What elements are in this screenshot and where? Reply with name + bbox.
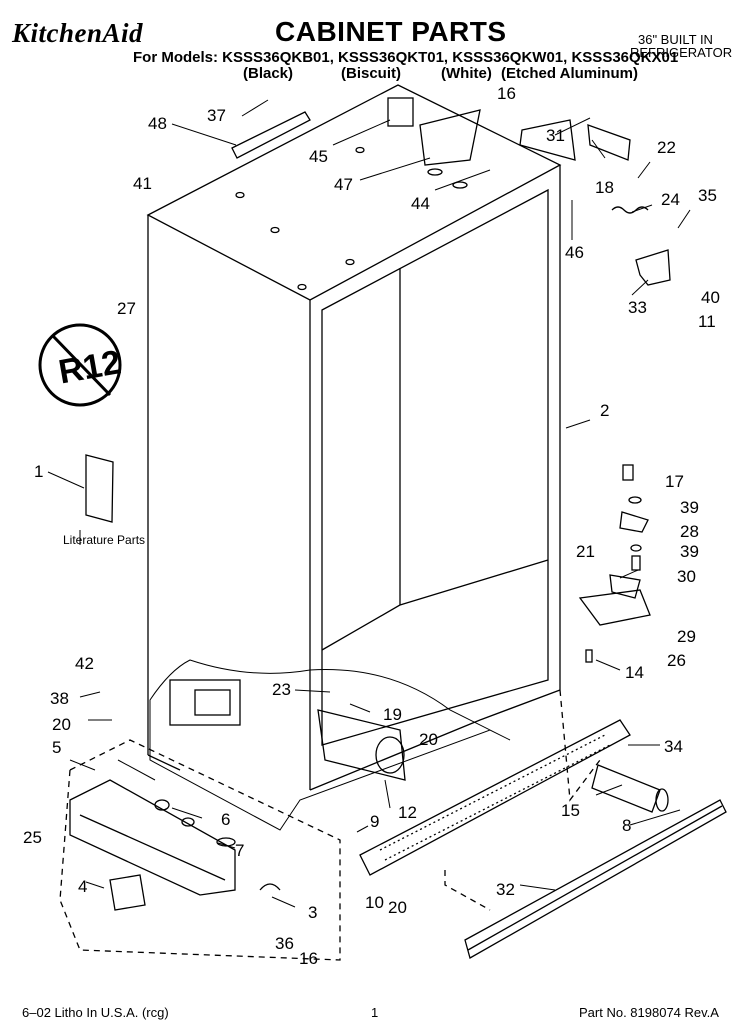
part-number: 34	[664, 737, 683, 756]
part-number: 29	[677, 627, 696, 646]
literature-booklet	[85, 454, 114, 523]
part-number: 39	[680, 542, 699, 561]
hinge-plate	[519, 119, 576, 161]
compressor-block	[169, 679, 241, 726]
part-number: 39	[680, 498, 699, 517]
compressor-inner	[194, 689, 231, 716]
top-hinge-bracket	[419, 109, 481, 166]
brand-logo-text: KitchenAid	[12, 18, 144, 48]
part-number: 47	[334, 175, 353, 194]
part-number: 9	[370, 812, 380, 831]
literature-parts-label: Literature Parts	[63, 533, 146, 547]
variant-black: (Black)	[243, 65, 294, 82]
part-number: 5	[52, 738, 62, 757]
part-number: 28	[680, 522, 699, 541]
lower-hinge-assembly	[578, 464, 651, 663]
variant-white: (White)	[441, 65, 492, 82]
product-type-line2: REFRIGERATOR	[630, 45, 733, 60]
air-duct	[317, 709, 406, 781]
part-number: 27	[117, 299, 136, 318]
model-list: For Models: KSSS36QKB01, KSSS36QKT01, KS…	[133, 49, 679, 66]
part-number: 31	[546, 126, 565, 145]
part-number: 48	[148, 114, 167, 133]
part-number: 19	[383, 705, 402, 724]
part-number: 17	[665, 472, 684, 491]
part-number: 30	[677, 567, 696, 586]
part-number: 45	[309, 147, 328, 166]
base-rail	[69, 779, 236, 896]
part-number: 36	[275, 934, 294, 953]
part-number: 38	[50, 689, 69, 708]
part-number: 4	[78, 877, 88, 896]
part-number: 33	[628, 298, 647, 317]
duct-opening	[375, 736, 405, 774]
part-number: 23	[272, 680, 291, 699]
ring-7	[216, 837, 236, 847]
part-number: 20	[52, 715, 71, 734]
part-number: 44	[411, 194, 430, 213]
roller-end	[655, 788, 669, 812]
part-number: 20	[419, 730, 438, 749]
page-number: 1	[371, 1005, 379, 1020]
part-number: 35	[698, 186, 717, 205]
part-number: 24	[661, 190, 680, 209]
spring-part	[611, 206, 649, 214]
part-number: 16	[497, 84, 516, 103]
part-number: 26	[667, 651, 686, 670]
product-type-line1: 36" BUILT IN	[638, 32, 713, 47]
no-r12-symbol: R12	[38, 323, 124, 407]
part-number: 12	[398, 803, 417, 822]
print-info: 6–02 Litho In U.S.A. (rcg)	[22, 1005, 169, 1020]
page-title: CABINET PARTS	[275, 16, 507, 47]
part-number: 41	[133, 174, 152, 193]
part-number: 7	[235, 841, 245, 860]
kickplate-32	[464, 799, 727, 959]
base-assembly-outline	[59, 739, 341, 961]
part-number: 40	[701, 288, 720, 307]
part-number: 18	[595, 178, 614, 197]
side-bracket	[635, 249, 671, 286]
hinge-arm	[587, 124, 631, 161]
part-number: 32	[496, 880, 515, 899]
part-number: 3	[308, 903, 318, 922]
part-number: 14	[625, 663, 644, 682]
part-number: 1	[34, 462, 44, 481]
variant-etched-aluminum: (Etched Aluminum)	[501, 65, 638, 82]
part-number: 10	[365, 893, 384, 912]
part-number: 37	[207, 106, 226, 125]
cutaway-outline	[149, 659, 511, 831]
roller-15	[591, 764, 661, 813]
variant-biscuit: (Biscuit)	[341, 65, 401, 82]
part-number: 25	[23, 828, 42, 847]
clip-3	[259, 883, 281, 891]
part-number: 21	[576, 542, 595, 561]
cabinet-shell	[146, 84, 562, 791]
part-number: 46	[565, 243, 584, 262]
clip-4	[109, 874, 146, 911]
part-number: 22	[657, 138, 676, 157]
part-number: 11	[698, 312, 716, 331]
part-number: 16	[299, 949, 318, 968]
part-number: 42	[75, 654, 94, 673]
leader-lines	[47, 99, 691, 908]
part-number: 2	[600, 401, 610, 420]
grommet-6b	[181, 817, 195, 827]
part-number: 20	[388, 898, 407, 917]
top-bracket	[231, 111, 311, 159]
part-number: 8	[622, 816, 632, 835]
part-number-reference: Part No. 8198074 Rev.A	[579, 1005, 719, 1020]
part-number: 6	[221, 810, 231, 829]
hinge-block	[387, 97, 414, 127]
grommet-6a	[154, 799, 170, 811]
part-number: 15	[561, 801, 580, 820]
grille-34	[359, 719, 631, 876]
